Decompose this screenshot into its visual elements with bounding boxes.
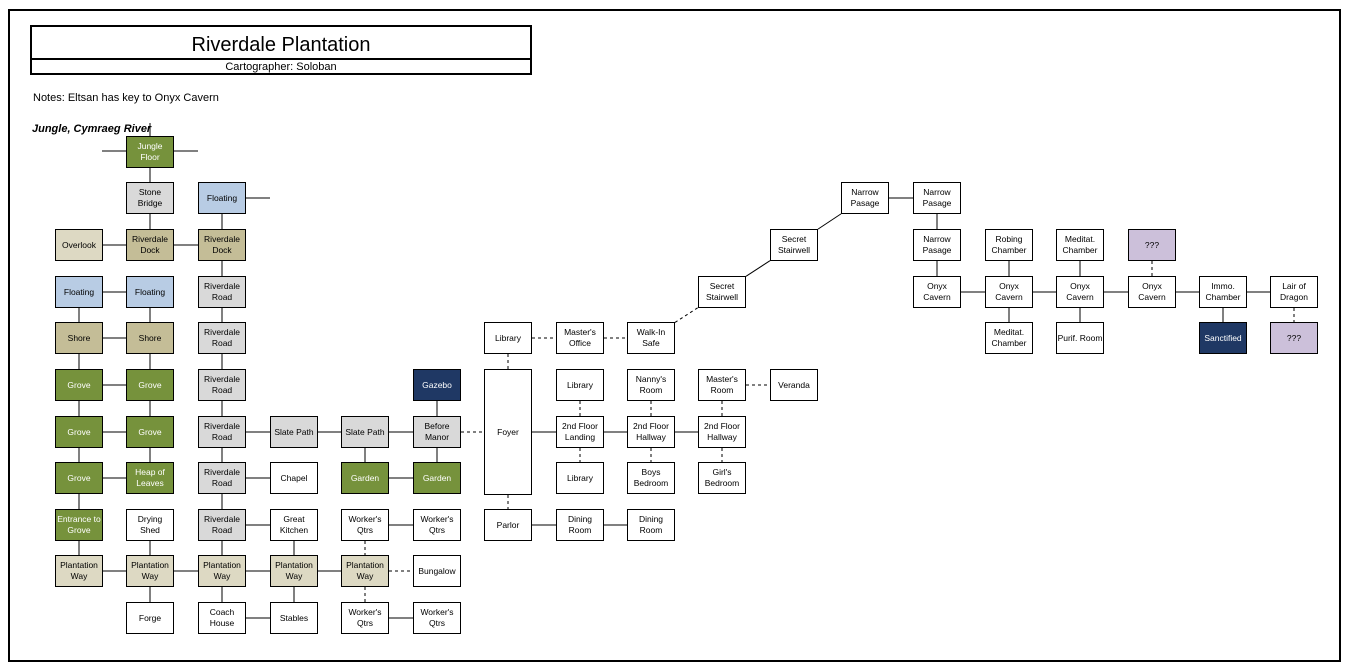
room-masters-room: Master's Room — [698, 369, 746, 401]
title-block: Riverdale Plantation Cartographer: Solob… — [30, 25, 532, 75]
room-before-manor: Before Manor — [413, 416, 461, 448]
room-sanctified: Sanctified — [1199, 322, 1247, 354]
room-entrance-to-grove: Entrance to Grove — [55, 509, 103, 541]
connection-secret-stairwell-1-to-secret-stairwell-2 — [745, 260, 771, 277]
room-floating-a: Floating — [55, 276, 103, 308]
room-landing: 2nd Floor Landing — [556, 416, 604, 448]
room-slate-path-1: Slate Path — [270, 416, 318, 448]
room-shore-a: Shore — [55, 322, 103, 354]
room-riverdale-dock-2: Riverdale Dock — [198, 229, 246, 261]
room-drying-shed: Drying Shed — [126, 509, 174, 541]
room-foyer: Foyer — [484, 369, 532, 495]
room-narrow-passage-2: Narrow Pasage — [913, 182, 961, 214]
room-unknown-2: ??? — [1270, 322, 1318, 354]
room-immo-chamber: Immo. Chamber — [1199, 276, 1247, 308]
room-onyx-cavern-2: Onyx Cavern — [985, 276, 1033, 308]
room-stables: Stables — [270, 602, 318, 634]
connection-secret-stairwell-2-to-narrow-passage-1 — [817, 213, 842, 230]
room-workers-qtrs-4: Worker's Qtrs — [413, 602, 461, 634]
room-secret-stairwell-1: Secret Stairwell — [698, 276, 746, 308]
room-garden-1: Garden — [341, 462, 389, 494]
room-dining-room-1: Dining Room — [556, 509, 604, 541]
room-riverdale-road-6: Riverdale Road — [198, 509, 246, 541]
room-riverdale-road-2: Riverdale Road — [198, 322, 246, 354]
room-nannys-room: Nanny's Room — [627, 369, 675, 401]
room-parlor: Parlor — [484, 509, 532, 541]
room-onyx-cavern-4: Onyx Cavern — [1128, 276, 1176, 308]
room-meditat-chamber-2: Meditat. Chamber — [1056, 229, 1104, 261]
room-plantation-way-2: Plantation Way — [126, 555, 174, 587]
room-walk-in-safe: Walk-In Safe — [627, 322, 675, 354]
room-riverdale-road-4: Riverdale Road — [198, 416, 246, 448]
room-purif-room: Purif. Room — [1056, 322, 1104, 354]
room-narrow-passage-1: Narrow Pasage — [841, 182, 889, 214]
room-grove-1b: Grove — [126, 369, 174, 401]
room-stone-bridge: Stone Bridge — [126, 182, 174, 214]
room-narrow-passage-3: Narrow Pasage — [913, 229, 961, 261]
room-plantation-way-1: Plantation Way — [55, 555, 103, 587]
room-masters-office: Master's Office — [556, 322, 604, 354]
room-heap-of-leaves: Heap of Leaves — [126, 462, 174, 494]
room-girls-bedroom: Girl's Bedroom — [698, 462, 746, 494]
room-workers-qtrs-3: Worker's Qtrs — [341, 602, 389, 634]
room-plantation-way-4: Plantation Way — [270, 555, 318, 587]
map-notes: Notes: Eltsan has key to Onyx Cavern — [33, 92, 219, 104]
room-workers-qtrs-2: Worker's Qtrs — [413, 509, 461, 541]
room-riverdale-road-3: Riverdale Road — [198, 369, 246, 401]
room-secret-stairwell-2: Secret Stairwell — [770, 229, 818, 261]
edge-layer — [78, 123, 1295, 619]
room-veranda: Veranda — [770, 369, 818, 401]
map-title: Riverdale Plantation — [191, 34, 371, 56]
title-divider — [32, 58, 530, 60]
room-bungalow: Bungalow — [413, 555, 461, 587]
room-riverdale-road-1: Riverdale Road — [198, 276, 246, 308]
region-label: Jungle, Cymraeg River — [32, 123, 152, 135]
room-slate-path-2: Slate Path — [341, 416, 389, 448]
room-shore-b: Shore — [126, 322, 174, 354]
room-hallway-1: 2nd Floor Hallway — [627, 416, 675, 448]
room-workers-qtrs-1: Worker's Qtrs — [341, 509, 389, 541]
room-unknown-1: ??? — [1128, 229, 1176, 261]
room-chapel: Chapel — [270, 462, 318, 494]
room-grove-2a: Grove — [55, 416, 103, 448]
room-dining-room-2: Dining Room — [627, 509, 675, 541]
room-overlook: Overlook — [55, 229, 103, 261]
room-jungle-floor: Jungle Floor — [126, 136, 174, 168]
room-grove-3: Grove — [55, 462, 103, 494]
room-hallway-2: 2nd Floor Hallway — [698, 416, 746, 448]
room-riverdale-road-5: Riverdale Road — [198, 462, 246, 494]
room-library-2: Library — [556, 369, 604, 401]
room-grove-2b: Grove — [126, 416, 174, 448]
room-coach-house: Coach House — [198, 602, 246, 634]
cartographer-credit: Cartographer: Soloban — [225, 61, 337, 73]
room-garden-2: Garden — [413, 462, 461, 494]
connection-walk-in-safe-to-secret-stairwell-1 — [674, 307, 699, 323]
room-onyx-cavern-1: Onyx Cavern — [913, 276, 961, 308]
room-library-3: Library — [556, 462, 604, 494]
room-lair-of-dragon: Lair of Dragon — [1270, 276, 1318, 308]
map-frame — [8, 9, 1341, 662]
room-robing-chamber: Robing Chamber — [985, 229, 1033, 261]
room-gazebo: Gazebo — [413, 369, 461, 401]
room-meditat-chamber-1: Meditat. Chamber — [985, 322, 1033, 354]
room-library-1: Library — [484, 322, 532, 354]
room-grove-1a: Grove — [55, 369, 103, 401]
room-boys-bedroom: Boys Bedroom — [627, 462, 675, 494]
room-floating-top: Floating — [198, 182, 246, 214]
room-riverdale-dock-1: Riverdale Dock — [126, 229, 174, 261]
room-plantation-way-3: Plantation Way — [198, 555, 246, 587]
room-floating-b: Floating — [126, 276, 174, 308]
room-great-kitchen: Great Kitchen — [270, 509, 318, 541]
room-plantation-way-5: Plantation Way — [341, 555, 389, 587]
room-onyx-cavern-3: Onyx Cavern — [1056, 276, 1104, 308]
room-forge: Forge — [126, 602, 174, 634]
